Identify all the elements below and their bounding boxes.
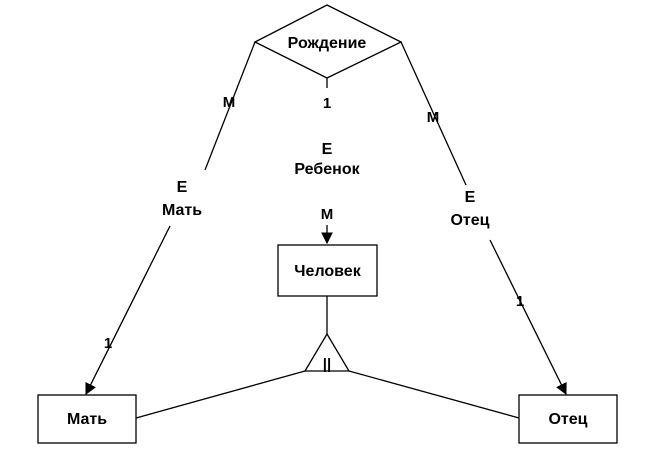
entity-person: Человек [277,244,378,297]
edge-father-segment-bottom [489,239,567,396]
edge-father-card-top: M [427,109,440,126]
entity-mother-label: Мать [67,411,107,428]
relationship-label: Рождение [288,35,367,52]
edge-father-role-letter: E [465,189,476,206]
edge-mother-role: Мать [162,202,202,219]
edge-father-card-bottom: 1 [516,293,524,310]
edge-father-role: Отец [450,212,489,229]
entity-person-box [277,244,378,297]
edge-father: M E Отец 1 [400,41,567,396]
spec-symbol: || [323,356,331,373]
spec-triangle [303,332,351,372]
specialization: || [135,296,520,419]
entity-father-label: Отец [548,411,587,428]
edge-mother: M E Мать 1 [85,41,256,396]
entity-mother: Мать [37,394,137,444]
entity-father: Отец [518,394,618,444]
entity-father-box [518,394,618,444]
edge-mother-card-top: M [223,94,236,111]
edge-child-card-top: 1 [323,95,331,112]
edge-mother-role-letter: E [177,179,188,196]
edge-child: 1 E Ребенок M [292,78,362,245]
edge-mother-segment-top [204,41,256,171]
relationship-birth: Рождение [253,4,403,79]
spec-line-left [135,370,306,419]
entity-mother-box [37,394,137,444]
edge-child-role-letter: E [322,141,333,158]
edge-child-role: Ребенок [294,161,360,178]
edge-mother-segment-bottom [85,225,171,396]
edge-father-segment-top [400,41,467,186]
edge-child-label-mask [292,88,362,225]
spec-line-right [348,370,520,419]
entity-person-label: Человек [294,263,361,280]
edge-mother-card-bottom: 1 [104,335,112,352]
edge-child-card-bottom: M [321,206,334,223]
